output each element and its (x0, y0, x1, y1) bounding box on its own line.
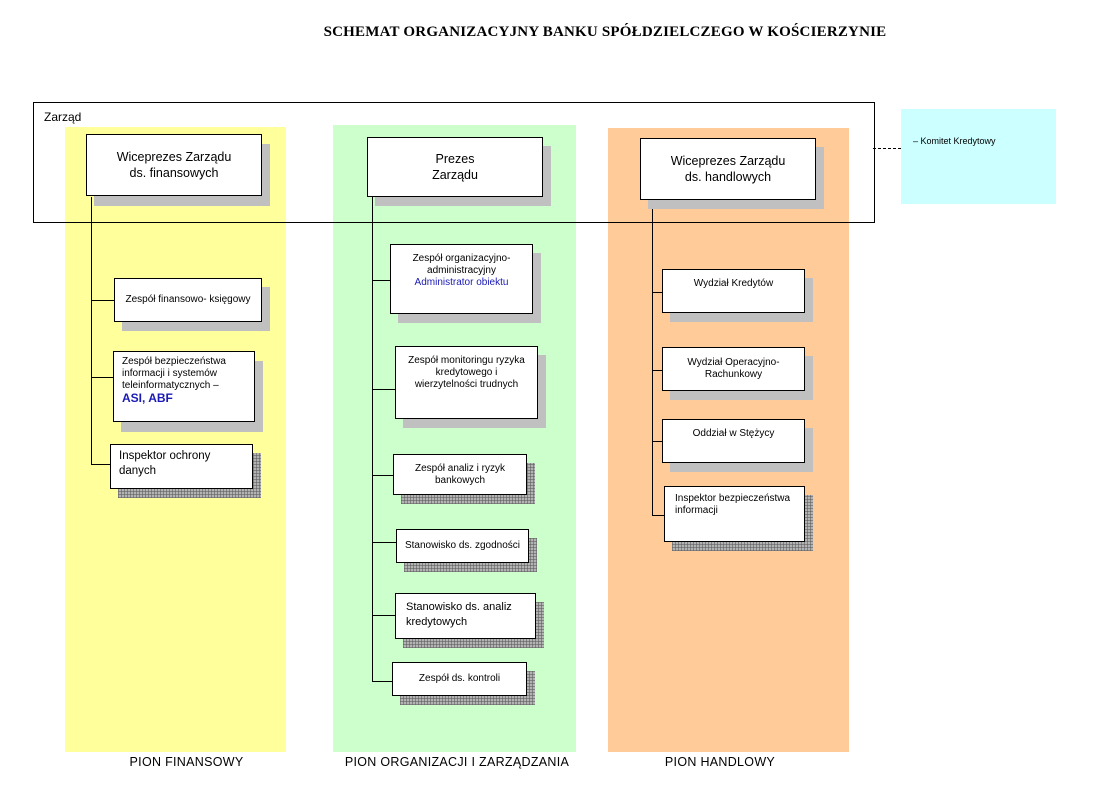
org-connector-2 (372, 389, 395, 390)
fin-connector-2 (91, 377, 113, 378)
zespol-kontroli-label: Zespół ds. kontroli (418, 673, 501, 684)
administrator-obiektu-label: Administrator obiektu (414, 277, 509, 288)
zespol-finansowo-ksiegowy-box: Zespół finansowo- księgowy (114, 278, 262, 322)
zespol-finansowo-ksiegowy-label: Zespół finansowo- księgowy (125, 294, 251, 305)
pion-organizacji-label: PION ORGANIZACJI I ZARZĄDZANIA (344, 755, 570, 769)
org-connector-4 (372, 542, 396, 543)
wiceprezes-finansowy-line2: ds. finansowych (129, 166, 219, 180)
prezes-zarzadu-box: Prezes Zarządu (367, 137, 543, 197)
pion-finansowy-label: PION FINANSOWY (129, 755, 244, 769)
stanowisko-zgodnosci-label: Stanowisko ds. zgodności (404, 540, 521, 551)
oddzial-stezyca-label: Oddział w Stężycy (692, 428, 775, 439)
org-unit1-line1: Zespół organizacyjno- (412, 253, 511, 264)
chart-title: SCHEMAT ORGANIZACYJNY BANKU SPÓŁDZIELCZE… (323, 24, 887, 40)
zespol-organizacyjno-administracyjny-box: Zespół organizacyjno- administracyjny Ad… (390, 244, 533, 314)
zespol-bezpieczenstwa-label: Zespół bezpieczeństwa informacji i syste… (122, 356, 226, 391)
prezes-line1: Prezes (435, 152, 475, 166)
wydzial-operacyjno-rachunkowy-label: Wydział Operacyjno-Rachunkowy (687, 357, 780, 380)
org-connector-6 (372, 681, 392, 682)
zarzad-label: Zarząd (44, 110, 82, 124)
stanowisko-analiz-box: Stanowisko ds. analiz kredytowych (395, 593, 536, 639)
oddzial-stezyca-box: Oddział w Stężycy (662, 419, 805, 463)
wiceprezes-handlowy-line1: Wiceprezes Zarządu (670, 154, 786, 168)
zespol-kontroli-box: Zespół ds. kontroli (392, 662, 527, 696)
wydzial-kredytow-label: Wydział Kredytów (693, 278, 774, 289)
wiceprezes-handlowy-line2: ds. handlowych (684, 170, 772, 184)
wydzial-kredytow-box: Wydział Kredytów (662, 269, 805, 313)
wiceprezes-finansowy-box: Wiceprezes Zarządu ds. finansowych (86, 134, 262, 196)
org-unit1-line2: administracyjny (427, 265, 496, 276)
zespol-analiz-box: Zespół analiz i ryzyk bankowych (393, 454, 527, 495)
asi-abf-label: ASI, ABF (122, 391, 173, 405)
inspektor-bezpieczenstwa-label: Inspektor bezpieczeństwa informacji (675, 493, 791, 516)
pion-handlowy-label: PION HANDLOWY (664, 755, 776, 769)
inspektor-bezpieczenstwa-box: Inspektor bezpieczeństwa informacji (664, 486, 805, 542)
inspektor-ochrony-danych-label: Inspektor ochrony danych (119, 450, 211, 477)
stanowisko-analiz-label: Stanowisko ds. analiz kredytowych (406, 601, 512, 628)
komitet-dashed-connector (873, 148, 901, 149)
prezes-line2: Zarządu (432, 168, 478, 182)
han-connector-4 (652, 515, 664, 516)
han-connector-2 (652, 370, 662, 371)
stanowisko-zgodnosci-box: Stanowisko ds. zgodności (396, 529, 529, 563)
fin-connector-vertical (91, 197, 92, 464)
wiceprezes-finansowy-line1: Wiceprezes Zarządu (116, 150, 232, 164)
zespol-bezpieczenstwa-box: Zespół bezpieczeństwa informacji i syste… (113, 351, 255, 422)
org-connector-1 (372, 280, 390, 281)
han-connector-3 (652, 441, 662, 442)
han-connector-1 (652, 292, 662, 293)
org-connector-3 (372, 475, 393, 476)
wiceprezes-handlowy-box: Wiceprezes Zarządu ds. handlowych (640, 138, 816, 200)
komitet-kredytowy-box: – Komitet Kredytowy (901, 109, 1056, 204)
zespol-monitoringu-label: Zespół monitoringu ryzyka kredytowego i … (408, 355, 525, 390)
wydzial-operacyjno-rachunkowy-box: Wydział Operacyjno-Rachunkowy (662, 347, 805, 391)
inspektor-ochrony-danych-box: Inspektor ochrony danych (110, 444, 253, 489)
komitet-kredytowy-label: – Komitet Kredytowy (913, 136, 996, 146)
fin-connector-3 (91, 464, 110, 465)
zarzad-frame (33, 102, 875, 223)
zespol-monitoringu-box: Zespół monitoringu ryzyka kredytowego i … (395, 346, 538, 419)
fin-connector-1 (91, 300, 115, 301)
org-connector-vertical (372, 197, 373, 681)
han-connector-vertical (652, 200, 653, 515)
pion-finansowy-column (65, 127, 286, 752)
zespol-analiz-label: Zespół analiz i ryzyk bankowych (414, 462, 506, 486)
org-connector-5 (372, 615, 395, 616)
